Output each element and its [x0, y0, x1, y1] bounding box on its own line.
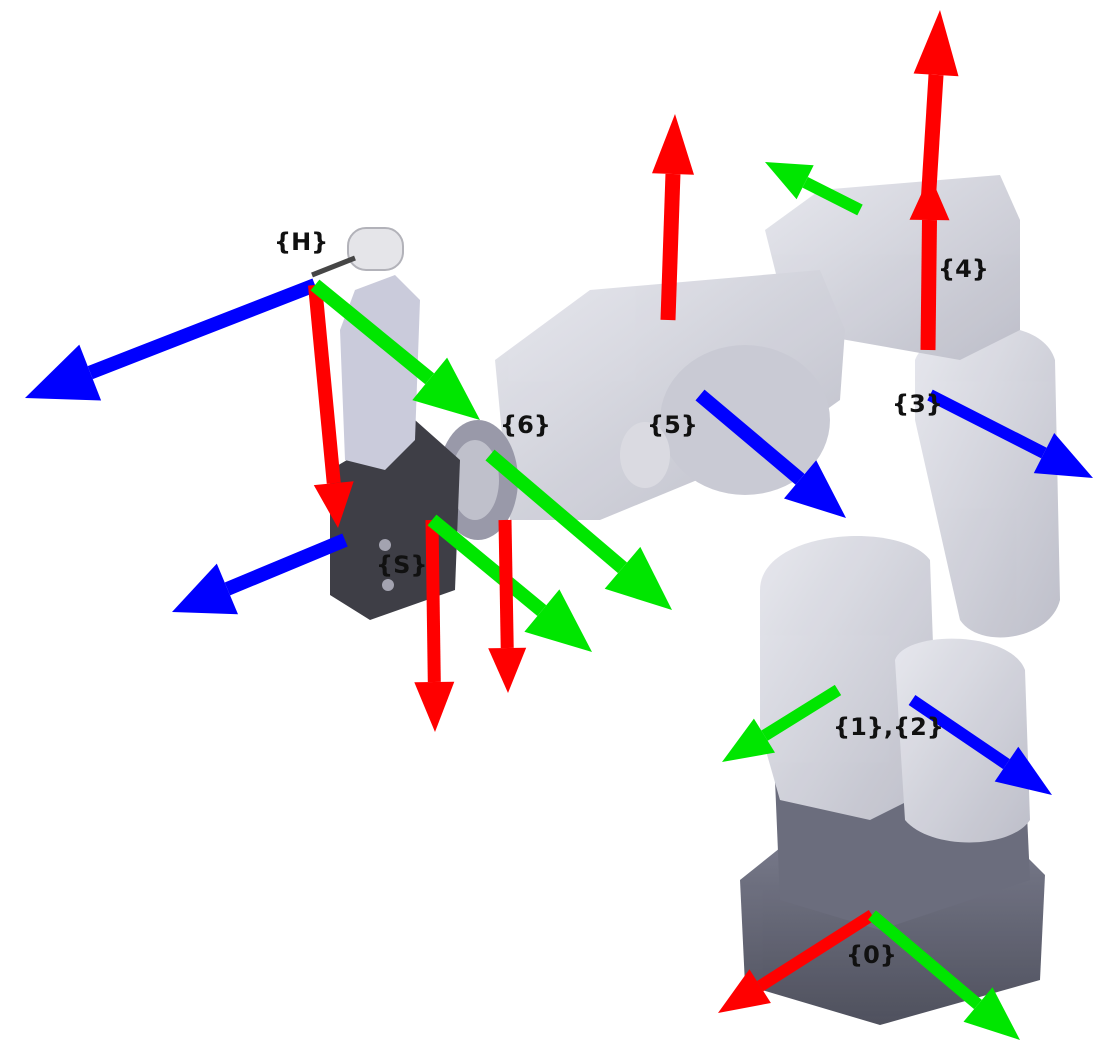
axis4-y-arrow [765, 162, 863, 216]
h-x-arrow-head [313, 481, 354, 528]
frame-label-s: {S} [376, 551, 427, 579]
axis4-x2-arrow-shaft [920, 219, 937, 351]
frame-axes [25, 10, 1093, 1040]
axis4-x-arrow-head [913, 10, 959, 77]
s-x2-arrow-shaft [498, 519, 514, 649]
s-x-arrow [414, 519, 455, 732]
shoulder-housing [760, 536, 935, 820]
connector-cylinder [620, 422, 670, 488]
axis12-y-arrow-shaft [761, 684, 842, 741]
axis6-y-arrow-shaft [485, 449, 628, 574]
h-z-arrow-shaft [87, 278, 318, 380]
axis12-y-arrow [722, 684, 842, 762]
s-z-arrow-shaft [224, 533, 348, 596]
axis5-z-arrow [695, 389, 846, 518]
axis4-x-arrow [913, 10, 959, 206]
h-z-arrow-head [25, 344, 102, 401]
frame-label-h: {H} [274, 228, 328, 256]
axis6-y-arrow [485, 449, 672, 610]
s-y-arrow-shaft [427, 514, 547, 617]
frame-label-0: {0} [846, 941, 897, 969]
robot-body [311, 175, 1060, 1025]
h-y-arrow [310, 279, 480, 420]
axis4-x2-arrow [909, 175, 950, 351]
axis5-z-arrow-head [784, 460, 846, 518]
h-x-arrow [308, 284, 354, 528]
h-y-arrow-shaft [310, 279, 435, 385]
s-y-arrow-head [524, 589, 592, 652]
axis12-z-arrow [908, 695, 1052, 795]
axis12-z-arrow-head [994, 746, 1052, 795]
axis0-y-arrow-head [963, 987, 1020, 1040]
axis5-z-arrow-shaft [695, 389, 805, 485]
h-y-arrow-head [412, 357, 480, 420]
wrist-servo [660, 345, 830, 495]
frame-label-12: {1},{2} [833, 713, 944, 741]
tool-holder [340, 275, 420, 470]
axis12-y-arrow-head [722, 718, 775, 762]
s-x-arrow-head [414, 681, 455, 732]
axis3-z-arrow-head [1033, 433, 1093, 478]
axis3-z-arrow [927, 389, 1093, 478]
axis6-y-arrow-head [604, 546, 672, 610]
axis3-z-arrow-shaft [927, 389, 1047, 459]
frame-label-6: {6} [500, 411, 551, 439]
axis0-y-arrow-shaft [868, 910, 982, 1010]
axis5-x-arrow-head [652, 114, 694, 175]
s-x-arrow-shaft [425, 519, 441, 683]
h-x-arrow-shaft [308, 284, 341, 484]
axis0-x-arrow-shaft [756, 909, 876, 992]
tool-tip [311, 255, 356, 278]
s-z-arrow-head [172, 563, 238, 615]
s-x2-arrow [488, 519, 527, 693]
frame-label-5: {5} [647, 411, 698, 439]
axis4-x2-arrow-head [909, 175, 950, 221]
axis0-x-arrow [718, 909, 876, 1013]
axis5-x-arrow [652, 114, 694, 321]
gripper-hole-1 [379, 539, 391, 551]
link-plate-upper [915, 326, 1060, 638]
gripper-hole-2 [382, 579, 394, 591]
frame-label-4: {4} [938, 255, 989, 283]
axis4-y-arrow-shaft [802, 176, 863, 216]
frame-label-3: {3} [892, 390, 943, 418]
s-x2-arrow-head [488, 647, 527, 693]
axis4-y-arrow-head [765, 162, 814, 200]
axis5-x-arrow-shaft [660, 173, 681, 321]
s-z-arrow [172, 533, 348, 615]
h-z-arrow [25, 278, 318, 401]
s-y-arrow [427, 514, 592, 652]
axis12-z-arrow-shaft [908, 695, 1010, 770]
tool-head [347, 227, 404, 271]
frame-labels: {H} {S} {6} {5} {4} {3} {1},{2} {0} [274, 228, 989, 969]
axis0-x-arrow-head [718, 969, 771, 1013]
axis0-y-arrow [868, 910, 1020, 1040]
